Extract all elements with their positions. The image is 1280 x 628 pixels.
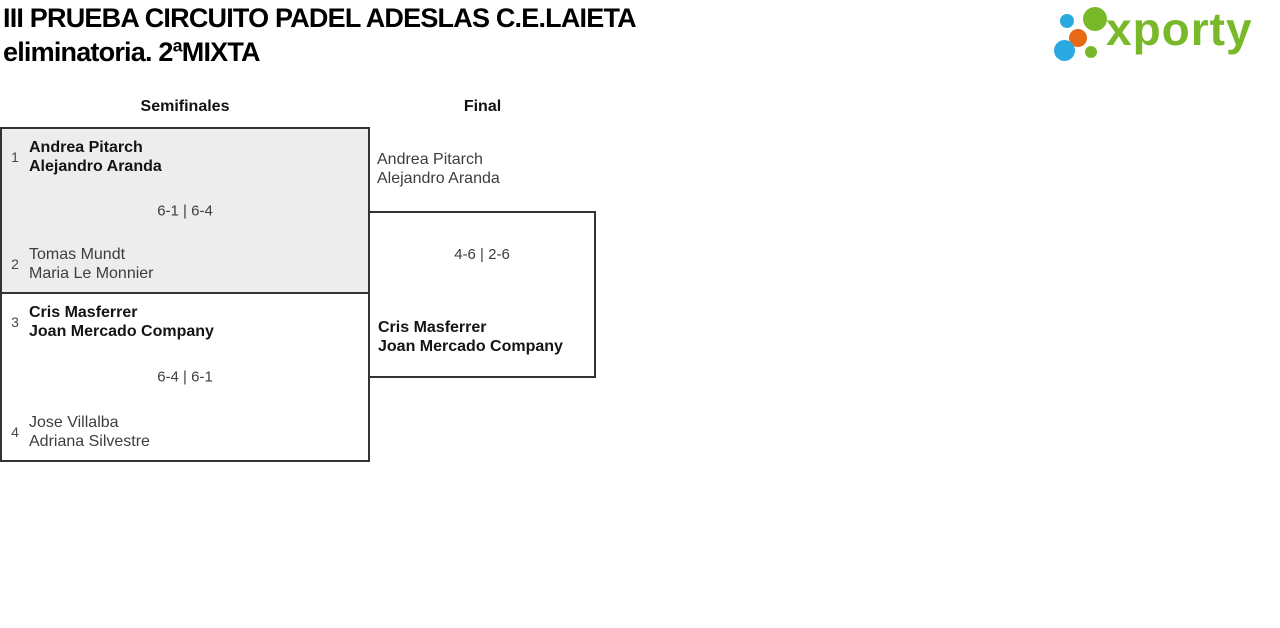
player-name: Jose Villalba: [29, 414, 119, 431]
team-players: Andrea Pitarch Alejandro Aranda: [29, 138, 162, 176]
team-players: Jose Villalba Adriana Silvestre: [29, 413, 150, 451]
page-title: III PRUEBA CIRCUITO PADEL ADESLAS C.E.LA…: [3, 1, 637, 69]
logo-dot-icon: [1083, 7, 1107, 31]
match-card-final[interactable]: 4-6 | 2-6 Cris Masferrer Joan Mercado Co…: [368, 211, 596, 378]
final-team-bottom: Cris Masferrer Joan Mercado Company: [378, 318, 563, 356]
player-name: Joan Mercado Company: [378, 338, 563, 355]
team-players: Tomas Mundt Maria Le Monnier: [29, 245, 154, 283]
seed-number: 3: [11, 314, 19, 330]
match-card-semifinal-2[interactable]: 3 Cris Masferrer Joan Mercado Company 6-…: [0, 292, 370, 462]
player-name: Andrea Pitarch: [29, 139, 143, 156]
logo-dot-icon: [1054, 40, 1075, 61]
player-name: Adriana Silvestre: [29, 433, 150, 450]
match-score: 6-4 | 6-1: [157, 368, 213, 386]
player-name: Cris Masferrer: [29, 304, 138, 321]
seed-number: 4: [11, 424, 19, 440]
seed-number: 2: [11, 256, 19, 272]
team-row-seed-1: 1 Andrea Pitarch Alejandro Aranda: [8, 138, 162, 176]
player-name: Alejandro Aranda: [29, 158, 162, 175]
seed-number: 1: [11, 149, 19, 165]
page-title-line1: III PRUEBA CIRCUITO PADEL ADESLAS C.E.LA…: [3, 3, 637, 33]
match-score: 6-1 | 6-4: [157, 202, 213, 219]
match-score: 4-6 | 2-6: [454, 246, 510, 263]
team-players: Cris Masferrer Joan Mercado Company: [378, 318, 563, 356]
round-label-semifinals: Semifinales: [140, 98, 230, 115]
team-players: Cris Masferrer Joan Mercado Company: [29, 303, 214, 341]
player-name: Alejandro Aranda: [377, 170, 500, 187]
player-name: Andrea Pitarch: [377, 151, 483, 168]
player-name: Joan Mercado Company: [29, 323, 214, 340]
xporty-logo-text: xporty: [1106, 3, 1253, 55]
player-name: Tomas Mundt: [29, 246, 126, 263]
team-row-seed-3: 3 Cris Masferrer Joan Mercado Company: [8, 303, 214, 341]
final-team-top: Andrea Pitarch Alejandro Aranda: [377, 150, 500, 188]
page-title-line2: eliminatoria. 2ªMIXTA: [3, 37, 261, 67]
logo-dot-icon: [1069, 29, 1087, 47]
logo-dot-icon: [1085, 46, 1097, 58]
logo-dot-icon: [1060, 14, 1074, 28]
player-name: Cris Masferrer: [378, 319, 487, 336]
team-row-seed-4: 4 Jose Villalba Adriana Silvestre: [8, 413, 150, 451]
player-name: Maria Le Monnier: [29, 265, 154, 282]
xporty-logo[interactable]: xporty: [1040, 0, 1280, 72]
team-row-seed-2: 2 Tomas Mundt Maria Le Monnier: [8, 245, 154, 283]
round-label-final: Final: [463, 98, 502, 115]
match-card-semifinal-1[interactable]: 1 Andrea Pitarch Alejandro Aranda 6-1 | …: [0, 127, 370, 294]
